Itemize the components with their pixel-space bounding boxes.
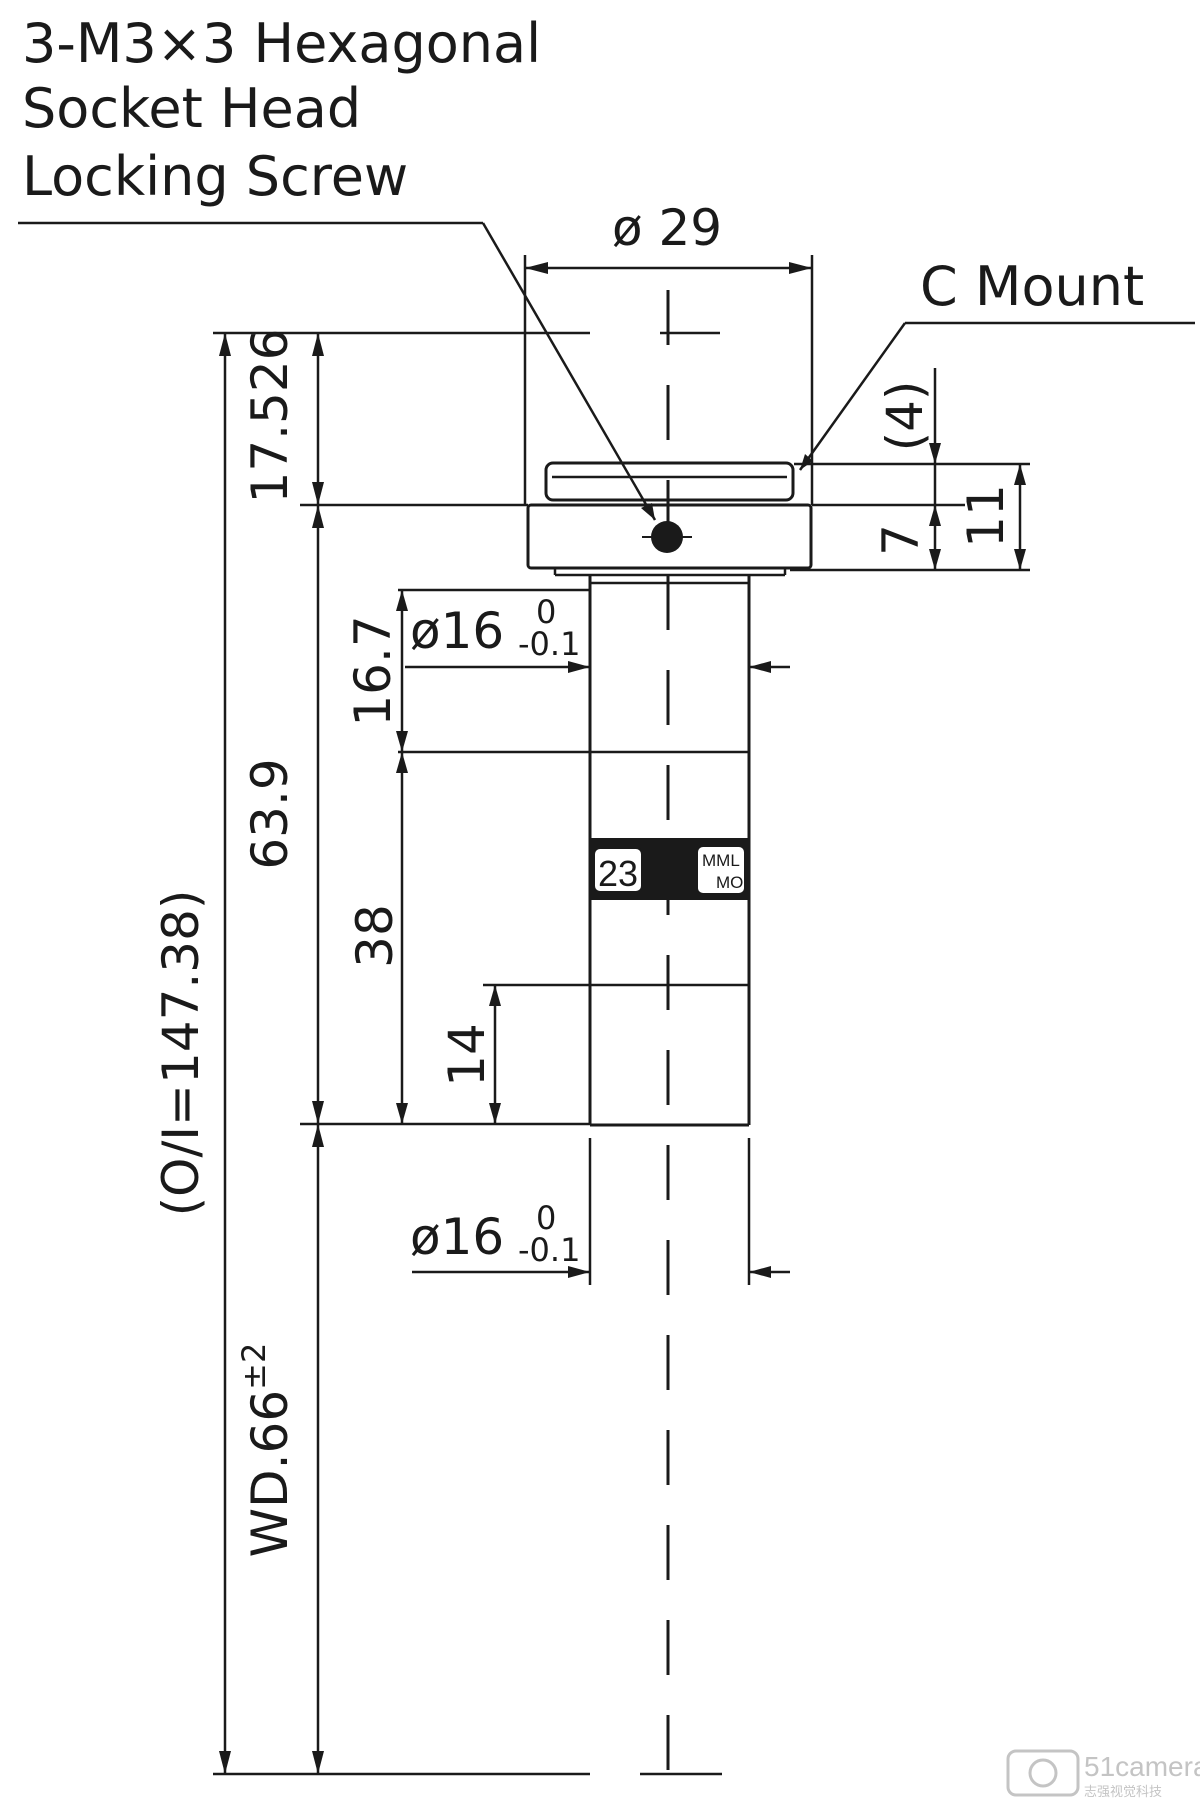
dim-dia-lower: ø16 bbox=[410, 1208, 504, 1266]
ring-number-box bbox=[593, 847, 643, 893]
tol-lower-plus: 0 bbox=[536, 1199, 556, 1237]
tol-lower-minus: -0.1 bbox=[518, 1231, 580, 1269]
ring-number: 23 bbox=[598, 853, 638, 894]
arrow-oi-bottom bbox=[219, 1751, 231, 1774]
dim-11: 11 bbox=[957, 484, 1015, 548]
screw-leader-line bbox=[481, 222, 657, 521]
dim-wd: WD.66±2 bbox=[235, 1343, 299, 1558]
dim-7: 7 bbox=[872, 524, 930, 556]
arrow-dia-lower-left bbox=[568, 1266, 590, 1278]
watermark-brand: 51camera bbox=[1084, 1751, 1200, 1782]
mount-callout: C Mount bbox=[920, 255, 1144, 318]
brand-line2: MO bbox=[716, 873, 743, 892]
brand-line1: MML bbox=[702, 851, 740, 870]
arrow-14-bottom bbox=[489, 1103, 501, 1124]
arrow-7-down bbox=[929, 549, 941, 570]
dim-4: (4) bbox=[876, 381, 934, 452]
arrow-top-dia-right bbox=[789, 262, 812, 274]
dim-38: 38 bbox=[346, 904, 404, 968]
dia-upper-value: ø16 bbox=[410, 602, 504, 660]
arrow-14-top bbox=[489, 985, 501, 1006]
dia-lower-value: ø16 bbox=[410, 1208, 504, 1266]
tol-upper-minus: -0.1 bbox=[518, 625, 580, 663]
arrow-17526-bottom bbox=[312, 482, 324, 505]
arrow-639-bottom bbox=[312, 1101, 324, 1124]
arrow-38-bottom bbox=[396, 1103, 408, 1124]
dim-17526: 17.526 bbox=[241, 329, 299, 504]
arrow-4-down bbox=[929, 443, 941, 464]
watermark-tagline: 志强视觉科技 bbox=[1084, 1784, 1162, 1799]
dim-14: 14 bbox=[438, 1023, 496, 1087]
watermark: 51camera 志强视觉科技 bbox=[1006, 1749, 1200, 1799]
arrow-38-top bbox=[396, 752, 408, 773]
tol-upper-plus: 0 bbox=[536, 593, 556, 631]
arrow-639-top bbox=[312, 505, 324, 528]
wd-tolerance: ±2 bbox=[235, 1343, 273, 1390]
dim-167: 16.7 bbox=[344, 615, 402, 726]
arrow-167-bottom bbox=[396, 731, 408, 752]
mount-leader-line bbox=[798, 322, 907, 471]
arrow-11-up bbox=[1014, 464, 1026, 485]
screw-callout-line3: Locking Screw bbox=[22, 145, 408, 208]
dim-639: 63.9 bbox=[241, 758, 299, 869]
dim-dia-upper: ø16 bbox=[410, 602, 504, 660]
arrow-dia-upper-left bbox=[568, 661, 590, 673]
screw-leader-arrow bbox=[641, 503, 655, 520]
arrow-dia-upper-right bbox=[749, 661, 771, 673]
camera-logo-lens bbox=[1028, 1758, 1058, 1788]
arrow-11-down bbox=[1014, 549, 1026, 570]
arrow-top-dia-left bbox=[525, 262, 548, 274]
mount-leader-arrow bbox=[800, 454, 813, 470]
dim-top-diameter: ø 29 bbox=[612, 199, 722, 257]
arrow-17526-top bbox=[312, 333, 324, 356]
arrow-oi-top bbox=[219, 333, 231, 356]
arrow-167-top bbox=[396, 590, 408, 611]
arrow-wd-top bbox=[312, 1124, 324, 1147]
screw-callout-line2: Socket Head bbox=[22, 77, 361, 140]
arrow-dia-lower-right bbox=[749, 1266, 771, 1278]
screw-callout-line1: 3-M3×3 Hexagonal bbox=[22, 12, 541, 75]
arrow-7-up bbox=[929, 505, 941, 526]
arrow-wd-bottom bbox=[312, 1751, 324, 1774]
camera-logo-icon bbox=[1006, 1749, 1080, 1797]
dim-oi: (O/I=147.38) bbox=[152, 890, 210, 1217]
brand-box bbox=[696, 845, 746, 895]
wd-main: WD.66 bbox=[241, 1390, 299, 1557]
